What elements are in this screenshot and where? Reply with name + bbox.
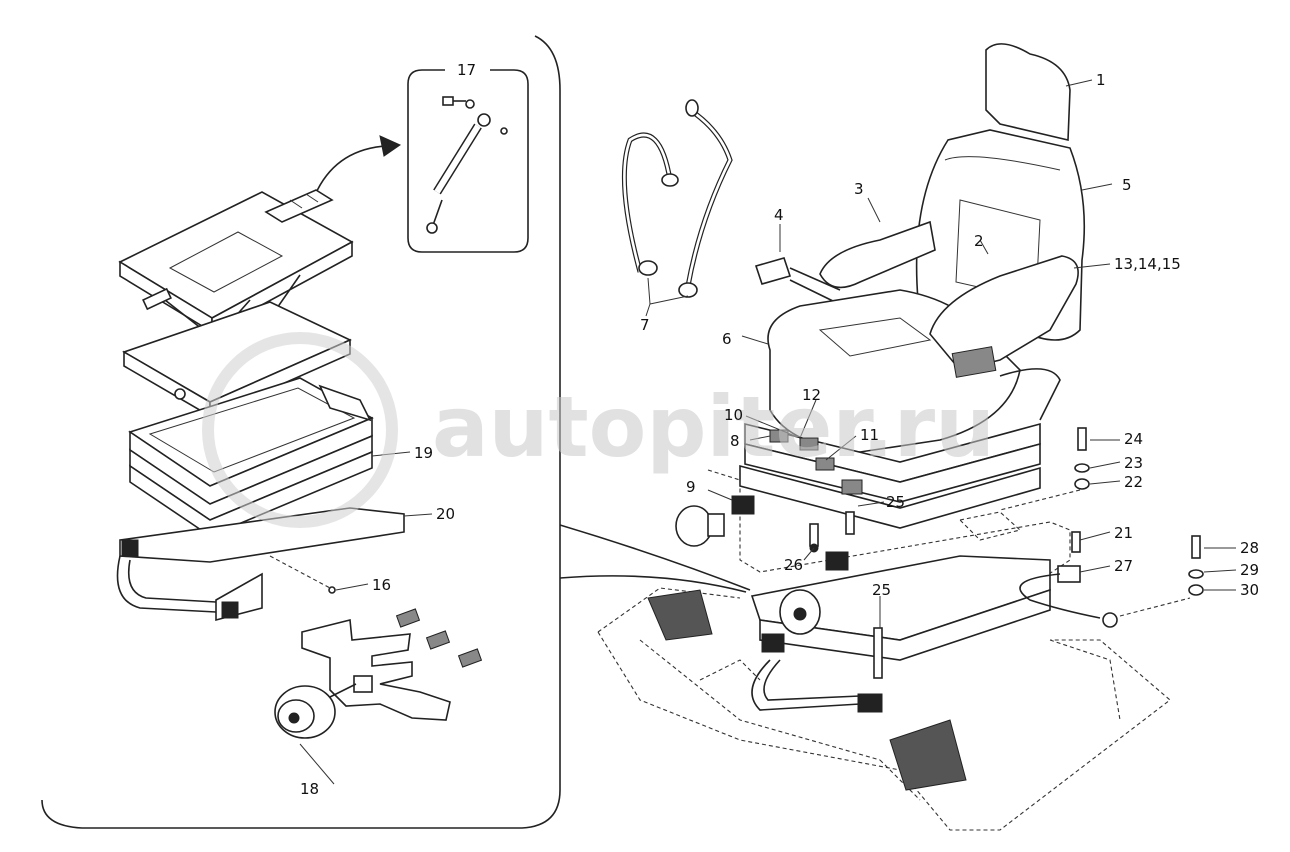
callout-26: 26 bbox=[784, 556, 803, 574]
callout-23: 23 bbox=[1124, 454, 1143, 472]
ground-cables bbox=[621, 99, 733, 298]
callout-labels: 1 2 3 4 5 6 7 8 9 10 11 12 13,14,15 16 1… bbox=[300, 61, 1259, 798]
callout-30: 30 bbox=[1240, 581, 1259, 599]
callout-28: 28 bbox=[1240, 539, 1259, 557]
gas-spring-inset bbox=[407, 69, 529, 253]
callout-13-14-15: 13,14,15 bbox=[1114, 255, 1181, 273]
callout-5: 5 bbox=[1122, 176, 1132, 194]
callout-21: 21 bbox=[1114, 524, 1133, 542]
callout-27: 27 bbox=[1114, 557, 1133, 575]
callout-6: 6 bbox=[722, 330, 732, 348]
watermark-text: autopiter.ru bbox=[432, 378, 995, 476]
watermark: autopiter.ru bbox=[202, 332, 995, 528]
suspension-bellows bbox=[128, 377, 374, 537]
arrow-head bbox=[379, 135, 402, 157]
callout-1: 1 bbox=[1096, 71, 1106, 89]
detail-frame bbox=[41, 35, 561, 829]
base-rails bbox=[116, 507, 405, 622]
seat-assembly bbox=[675, 43, 1204, 713]
callout-7: 7 bbox=[640, 316, 650, 334]
callout-3: 3 bbox=[854, 180, 864, 198]
callout-4: 4 bbox=[774, 206, 784, 224]
callout-16: 16 bbox=[372, 576, 391, 594]
callout-2: 2 bbox=[974, 232, 984, 250]
detail-leader-lower bbox=[559, 575, 747, 593]
adjuster-bracket bbox=[274, 608, 483, 739]
callout-25-upper: 25 bbox=[886, 493, 905, 511]
cab-floor bbox=[597, 587, 1171, 831]
suspension-top-plate bbox=[118, 189, 354, 334]
arrow-to-inset bbox=[314, 145, 386, 196]
callout-25-lower: 25 bbox=[872, 581, 891, 599]
leader-lines bbox=[299, 79, 1237, 785]
callout-22: 22 bbox=[1124, 473, 1143, 491]
callout-9: 9 bbox=[686, 478, 696, 496]
detail-leader-upper bbox=[559, 524, 751, 591]
callout-11: 11 bbox=[860, 426, 879, 444]
watermark-logo bbox=[202, 332, 398, 528]
callout-17: 17 bbox=[457, 61, 476, 79]
callout-12: 12 bbox=[802, 386, 821, 404]
callout-8: 8 bbox=[730, 432, 740, 450]
callout-18: 18 bbox=[300, 780, 319, 798]
callout-20: 20 bbox=[436, 505, 455, 523]
callout-19: 19 bbox=[414, 444, 433, 462]
callout-24: 24 bbox=[1124, 430, 1143, 448]
callout-10: 10 bbox=[724, 406, 743, 424]
callout-29: 29 bbox=[1240, 561, 1259, 579]
